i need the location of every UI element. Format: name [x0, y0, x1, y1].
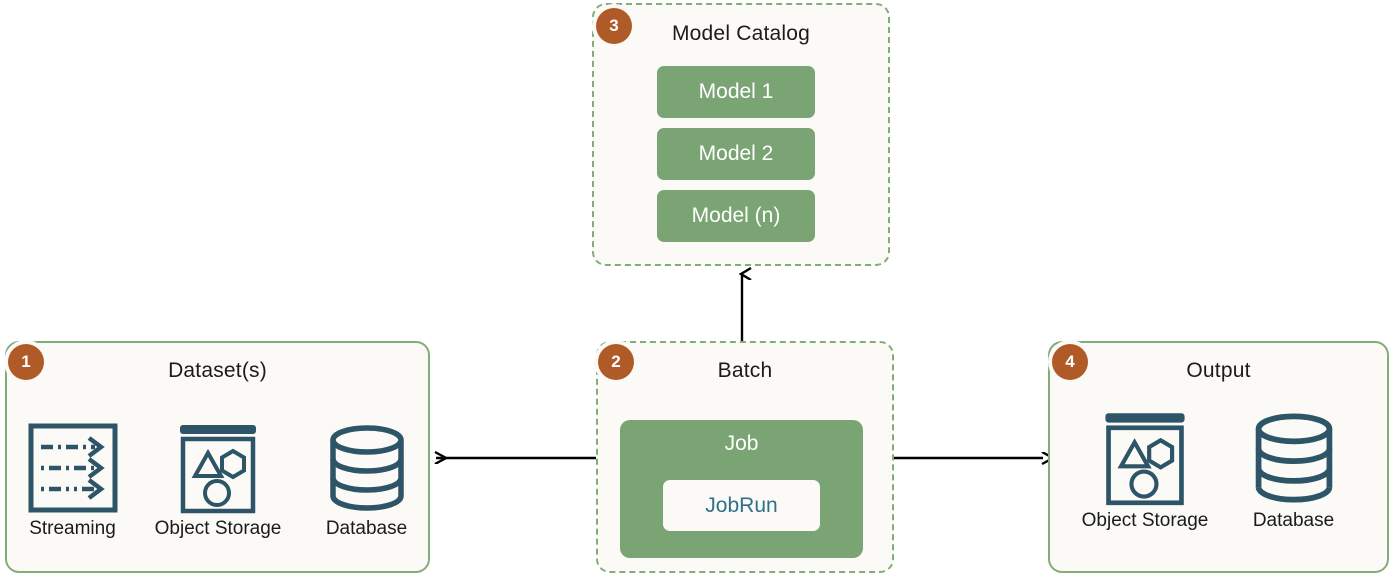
jobrun-label: JobRun: [705, 493, 778, 517]
icon-group-streaming[interactable]: Streaming: [20, 420, 125, 540]
icon-caption-streaming: Streaming: [29, 518, 116, 539]
badge-dataset: 1: [8, 344, 44, 380]
panel-dataset[interactable]: [5, 341, 430, 573]
panel-title-dataset: Dataset(s): [168, 359, 267, 382]
object-storage-icon: [1105, 413, 1185, 506]
icon-group-database[interactable]: Database: [310, 420, 423, 540]
badge-output: 4: [1052, 344, 1088, 380]
panel-title-output: Output: [1186, 359, 1251, 382]
connector-batch-to-output: [890, 443, 1056, 473]
icon-group-object-storage[interactable]: Object Storage: [143, 420, 293, 540]
badge-batch: 2: [598, 344, 634, 380]
connector-batch-to-dataset: [424, 443, 599, 473]
job-box[interactable]: Job JobRun: [620, 420, 863, 558]
database-icon: [1255, 413, 1332, 503]
panel-title-batch: Batch: [717, 359, 773, 382]
model-box-label: Model 1: [698, 80, 774, 103]
icon-caption-database: Database: [325, 518, 408, 539]
model-box-n[interactable]: Model (n): [657, 190, 815, 242]
panel-output[interactable]: [1048, 341, 1389, 573]
icon-group-database-output[interactable]: Database: [1237, 408, 1350, 532]
job-label: Job: [724, 432, 759, 455]
model-box-label: Model (n): [691, 204, 781, 227]
icon-caption-object-storage: Object Storage: [1081, 510, 1209, 531]
streaming-icon: [28, 423, 117, 513]
jobrun-box[interactable]: JobRun: [663, 480, 820, 531]
icon-caption-object-storage: Object Storage: [154, 518, 282, 539]
model-box-1[interactable]: Model 1: [657, 66, 815, 118]
model-box-2[interactable]: Model 2: [657, 128, 815, 180]
object-storage-icon: [180, 425, 256, 514]
model-box-label: Model 2: [698, 142, 774, 165]
panel-title-model-catalog: Model Catalog: [671, 22, 810, 45]
icon-caption-database: Database: [1252, 510, 1335, 531]
badge-model-catalog: 3: [596, 8, 632, 44]
database-icon: [329, 425, 404, 511]
icon-group-object-storage-output[interactable]: Object Storage: [1070, 408, 1220, 532]
